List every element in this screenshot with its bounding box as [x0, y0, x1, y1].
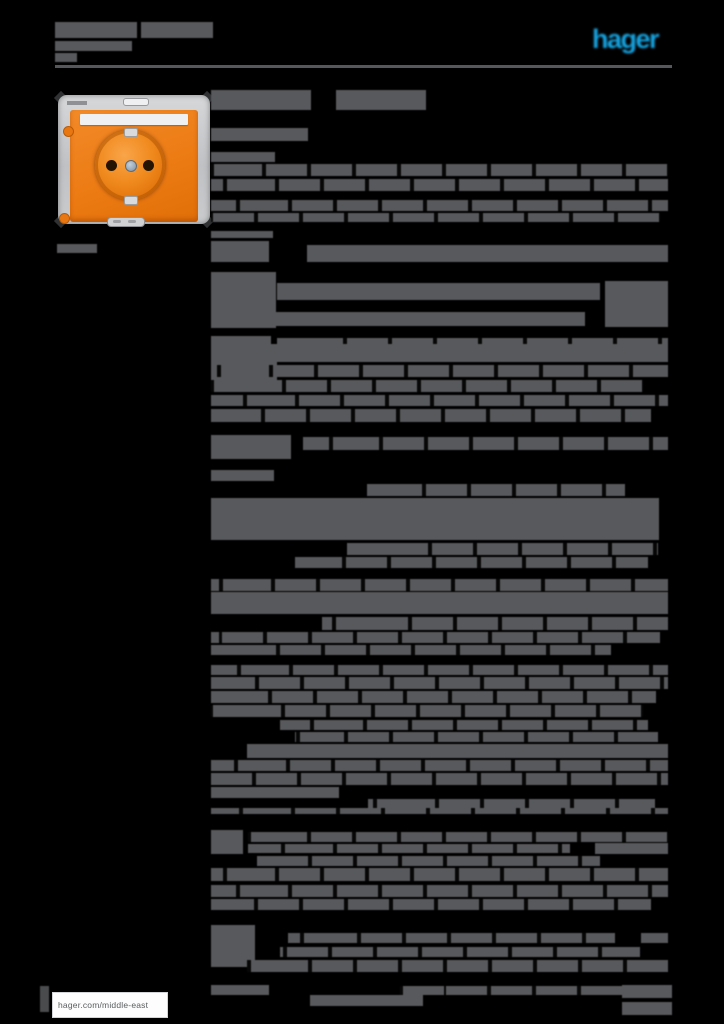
- redacted-text-bar: [622, 1002, 672, 1015]
- website-box[interactable]: hager.com/middle-east: [52, 992, 168, 1018]
- redacted-text-bar: [248, 832, 668, 842]
- redacted-text-bar: [211, 760, 668, 771]
- redacted-text-bar: [211, 241, 269, 262]
- redacted-text-bar: [211, 498, 659, 540]
- redacted-text-bar: [641, 933, 668, 943]
- redacted-text-bar: [367, 484, 625, 496]
- redacted-text-bar: [211, 632, 660, 643]
- redacted-text-bar: [400, 986, 668, 995]
- redacted-text-bar: [141, 22, 213, 38]
- redacted-text-bar: [55, 53, 77, 62]
- product-photo: [53, 88, 215, 231]
- redacted-text-bar: [211, 691, 656, 703]
- redacted-text-bar: [211, 435, 291, 459]
- redacted-text-bar: [288, 933, 615, 943]
- redacted-text-bar: [347, 543, 658, 555]
- redacted-text-bar: [622, 985, 672, 998]
- redacted-text-bar: [40, 986, 49, 1012]
- website-url: hager.com/middle-east: [58, 1000, 149, 1010]
- redacted-text-bar: [211, 344, 668, 362]
- redacted-text-bar: [368, 799, 655, 808]
- redacted-text-bar: [307, 245, 668, 262]
- redacted-text-bar: [211, 868, 668, 881]
- redacted-text-bar: [211, 90, 311, 110]
- redacted-text-bar: [55, 41, 132, 51]
- redacted-text-bar: [336, 90, 426, 110]
- frame-screw-slot-top: [123, 98, 149, 106]
- redacted-text-bar: [211, 272, 276, 328]
- redacted-text-bar: [295, 732, 658, 742]
- frame-bottom-slot: [107, 217, 145, 227]
- redacted-text-bar: [277, 338, 668, 349]
- hager-logo: hager: [592, 24, 660, 54]
- redacted-text-bar: [310, 995, 423, 1006]
- redacted-text-bar: [280, 947, 640, 957]
- redacted-text-bar: [303, 437, 668, 450]
- redacted-text-bar: [211, 592, 668, 614]
- redacted-text-bar: [211, 380, 643, 392]
- redacted-text-bar: [280, 720, 648, 730]
- redacted-text-bar: [211, 830, 243, 854]
- redacted-text-bar: [211, 200, 668, 211]
- redacted-text-bar: [211, 985, 269, 995]
- redacted-text-bar: [605, 281, 668, 327]
- redacted-text-bar: [211, 665, 668, 675]
- labelling-field: [80, 114, 188, 125]
- redacted-text-bar: [247, 960, 668, 972]
- header-divider: [55, 65, 672, 68]
- redacted-text-bar: [211, 808, 668, 814]
- redacted-text-bar: [248, 844, 570, 853]
- redacted-text-bar: [55, 22, 137, 38]
- earth-clip-top: [124, 128, 138, 137]
- earth-clip-bottom: [124, 196, 138, 205]
- redacted-text-bar: [57, 244, 97, 253]
- redacted-text-bar: [247, 744, 668, 758]
- redacted-text-bar: [211, 579, 668, 591]
- redacted-text-bar: [211, 128, 308, 141]
- redacted-text-bar: [257, 856, 600, 866]
- redacted-text-bar: [211, 885, 668, 897]
- redacted-text-bar: [211, 213, 660, 222]
- redacted-text-bar: [322, 617, 668, 630]
- redacted-text-bar: [211, 899, 651, 910]
- redacted-text-bar: [211, 395, 668, 406]
- socket-hole-right: [143, 160, 154, 171]
- redacted-text-bar: [211, 787, 339, 798]
- claw-screw-lower: [59, 213, 70, 224]
- redacted-text-bar: [211, 409, 651, 422]
- redacted-text-bar: [211, 231, 273, 238]
- redacted-text-bar: [277, 283, 600, 300]
- claw-screw-upper: [63, 126, 74, 137]
- redacted-text-bar: [211, 705, 643, 717]
- redacted-text-bar: [211, 645, 611, 655]
- redacted-text-bar: [211, 677, 668, 689]
- redacted-text-bar: [211, 773, 668, 785]
- redacted-text-bar: [595, 843, 668, 854]
- redacted-text-bar: [267, 312, 585, 326]
- redacted-text-bar: [211, 179, 668, 191]
- redacted-text-bar: [211, 152, 275, 162]
- frame-print-mark: [67, 101, 87, 105]
- socket-hole-left: [106, 160, 117, 171]
- redacted-text-bar: [211, 470, 274, 481]
- socket-center-screw: [125, 160, 137, 172]
- redacted-text-bar: [295, 557, 648, 568]
- redacted-text-bar: [211, 365, 668, 377]
- redacted-text-bar: [211, 164, 668, 176]
